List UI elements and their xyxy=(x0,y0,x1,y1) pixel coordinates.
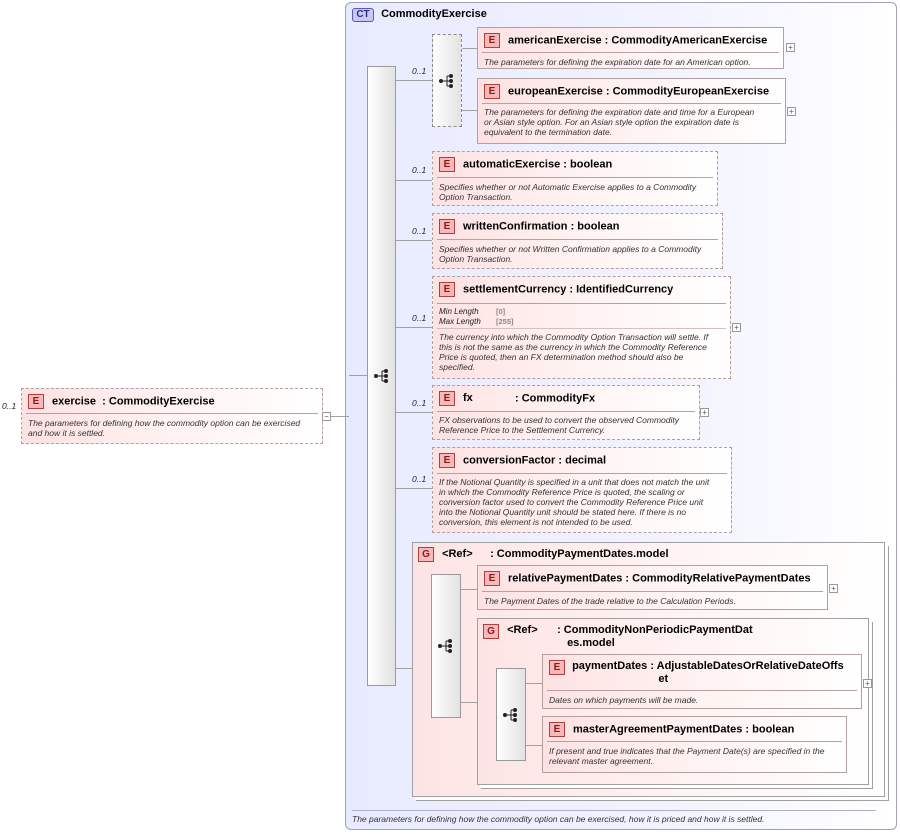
element-description: Dates on which payments will be made. xyxy=(549,695,699,705)
element-type: : CommodityRelativePaymentDates xyxy=(625,572,811,585)
complex-type-name: CommodityExercise xyxy=(381,8,487,20)
element-occurrence: 0..1 xyxy=(412,474,427,484)
element-badge: E xyxy=(439,219,455,234)
element-name: writtenConfirmation xyxy=(463,220,568,233)
element-badge: E xyxy=(484,33,500,48)
facet-value: [255] xyxy=(496,317,514,326)
sequence-icon xyxy=(373,369,388,383)
element-description: The parameters for defining the expirati… xyxy=(484,107,755,137)
element-type: : CommodityFx xyxy=(515,392,596,405)
element-description: The parameters for defining the expirati… xyxy=(484,57,751,67)
choice-occurrence: 0..1 xyxy=(412,66,427,76)
element-type-line: et xyxy=(658,673,669,685)
element-occurrence: 0..1 xyxy=(412,226,427,236)
element-badge: E xyxy=(439,391,455,406)
expand-europeanExercise[interactable]: + xyxy=(787,107,796,116)
expand-americanExercise[interactable]: + xyxy=(786,43,795,52)
element-name: settlementCurrency xyxy=(463,283,567,296)
main-sequence-compositor[interactable] xyxy=(367,66,396,686)
element-paymentDates[interactable]: E paymentDates : AdjustableDatesOrRelati… xyxy=(542,654,862,709)
element-name: relativePaymentDates xyxy=(508,572,623,585)
element-name: paymentDates xyxy=(572,660,648,672)
choice-icon xyxy=(439,73,453,88)
expand-relativePaymentDates[interactable]: + xyxy=(829,584,838,593)
group-name-line: : CommodityNonPeriodicPaymentDat xyxy=(557,624,753,636)
group-badge: G xyxy=(418,547,434,562)
root-element-type: : CommodityExercise xyxy=(102,395,215,408)
element-badge: E xyxy=(484,571,500,586)
element-badge: E xyxy=(484,84,500,99)
element-badge: E xyxy=(28,394,44,409)
element-name: automaticExercise xyxy=(463,158,561,171)
element-occurrence: 0..1 xyxy=(412,165,427,175)
sequence-icon xyxy=(438,639,452,653)
element-description: The Payment Dates of the trade relative … xyxy=(484,596,736,606)
element-type: : IdentifiedCurrency xyxy=(569,283,674,296)
element-name: americanExercise xyxy=(508,34,602,47)
payment-sequence-compositor[interactable] xyxy=(431,574,461,718)
group-badge: G xyxy=(483,624,499,639)
element-type: : boolean xyxy=(745,723,795,736)
facet-value: [0] xyxy=(496,307,506,316)
sequence-icon xyxy=(503,707,517,722)
complex-type-header: CT CommodityExercise xyxy=(352,8,487,22)
facet-label: Min Length xyxy=(439,307,479,316)
nonperiodic-sequence-compositor[interactable] xyxy=(496,668,526,761)
element-occurrence: 0..1 xyxy=(412,313,427,323)
element-type: : CommodityEuropeanExercise xyxy=(605,85,770,98)
element-badge: E xyxy=(549,660,565,675)
root-occurrence: 0..1 xyxy=(2,401,17,411)
element-badge: E xyxy=(439,282,455,297)
root-element-name: exercise xyxy=(52,395,97,408)
expand-settlementCurrency[interactable]: + xyxy=(732,323,741,332)
complex-type-badge: CT xyxy=(352,8,374,22)
element-type: : boolean xyxy=(570,220,620,233)
expand-fx[interactable]: + xyxy=(700,408,709,417)
element-type-line: : AdjustableDatesOrRelativeDateOffs xyxy=(650,660,844,672)
element-badge: E xyxy=(439,157,455,172)
element-name: masterAgreementPaymentDates xyxy=(573,723,743,736)
element-type: : decimal xyxy=(558,454,607,467)
element-name: conversionFactor xyxy=(463,454,556,467)
element-occurrence: 0..1 xyxy=(412,398,427,408)
choice-compositor[interactable] xyxy=(432,34,462,127)
expand-paymentDates[interactable]: + xyxy=(863,679,872,688)
complex-type-footer: The parameters for defining how the comm… xyxy=(352,814,765,824)
element-badge: E xyxy=(439,453,455,468)
group-ref: <Ref> xyxy=(442,548,473,560)
element-badge: E xyxy=(549,722,565,737)
element-name: fx xyxy=(463,392,473,405)
element-type: : CommodityAmericanExercise xyxy=(604,34,768,47)
element-type: : boolean xyxy=(563,158,613,171)
group-name-line: es.model xyxy=(567,637,615,649)
group-name: : CommodityPaymentDates.model xyxy=(490,548,669,560)
group-ref: <Ref> xyxy=(507,624,538,636)
root-element-description: The parameters for defining how the comm… xyxy=(28,418,301,438)
collapse-toggle[interactable]: − xyxy=(322,412,331,421)
element-name: europeanExercise xyxy=(508,85,603,98)
facet-label: Max Length xyxy=(439,317,481,326)
